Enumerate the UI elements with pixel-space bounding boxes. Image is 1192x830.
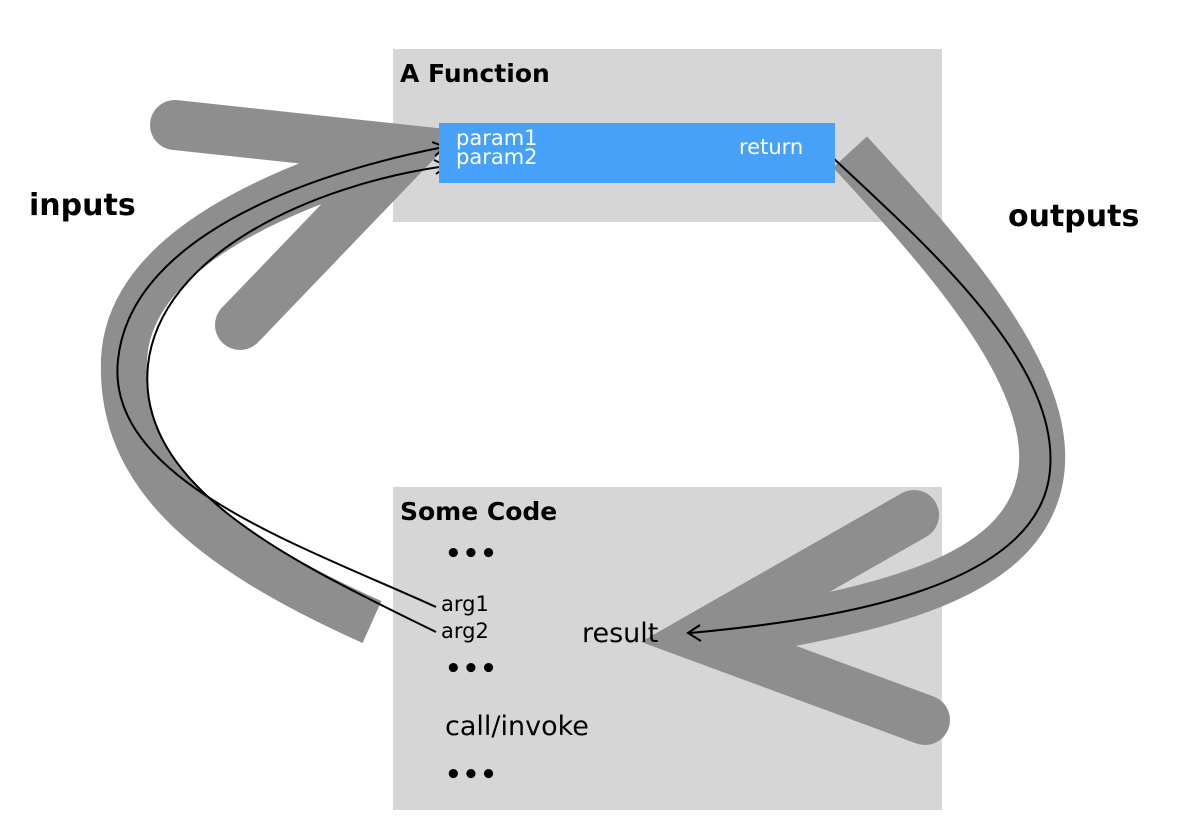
code-ellipsis-2: ••• [445, 654, 498, 684]
call-invoke-label: call/invoke [445, 711, 589, 742]
return-label: return [739, 135, 804, 159]
code-ellipsis-1: ••• [445, 539, 498, 569]
outputs-label: outputs [1008, 199, 1140, 234]
result-label: result [582, 618, 659, 649]
function-signature-bar: param1 param2 return [439, 123, 835, 183]
arg1-label: arg1 [441, 592, 489, 616]
code-title: Some Code [400, 497, 558, 526]
function-title: A Function [400, 59, 550, 88]
inputs-label: inputs [29, 188, 136, 223]
param2-label: param2 [456, 145, 538, 169]
code-ellipsis-3: ••• [445, 760, 498, 790]
arg2-label: arg2 [441, 619, 489, 643]
param1-label: param1 [456, 126, 538, 150]
inputs-big-arrow-head [150, 100, 462, 350]
inputs-big-arrow-shaft [100, 129, 412, 643]
